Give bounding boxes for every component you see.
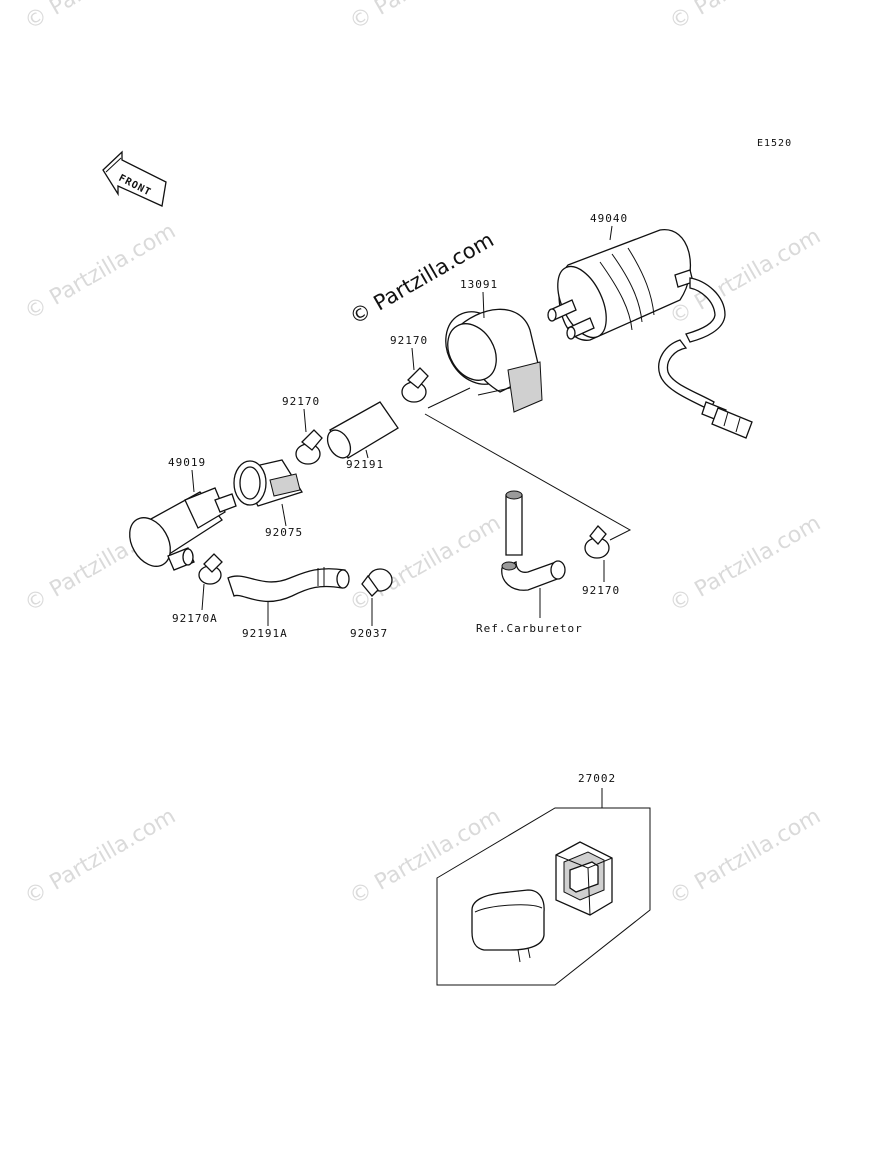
relay-kit — [436, 807, 651, 986]
carburetor-hoses — [501, 490, 566, 591]
fuel-pump — [547, 229, 753, 439]
watermark: © Partzilla.com — [346, 804, 506, 911]
watermark: © Partzilla.com — [346, 511, 506, 618]
label-hose-a: 92191A — [242, 627, 288, 640]
hose-clamp — [295, 429, 323, 465]
label-ref-carburetor: Ref.Carburetor — [476, 622, 583, 635]
fuel-hose-short — [326, 401, 399, 459]
label-fuel-pump: 49040 — [590, 212, 628, 225]
front-arrow-icon: FRONT — [102, 150, 167, 207]
label-clamp-right: 92170 — [582, 584, 620, 597]
watermark: © Partzilla.com — [346, 0, 506, 35]
label-clamp-a: 92170A — [172, 612, 218, 625]
pump-bracket — [445, 308, 543, 413]
watermark: © Partzilla.com — [21, 0, 181, 35]
fuel-hose-curved — [227, 567, 350, 602]
label-clamp-lower: 92037 — [350, 627, 388, 640]
filter-holder — [233, 459, 303, 507]
label-fuel-filter: 49019 — [168, 456, 206, 469]
label-relay-kit: 27002 — [578, 772, 616, 785]
hose-clamp — [584, 525, 610, 559]
watermark: © Partzilla.com — [21, 804, 181, 911]
diagram-code: E1520 — [757, 138, 792, 149]
label-bracket: 13091 — [460, 278, 498, 291]
hose-clamp — [401, 367, 429, 403]
watermark: © Partzilla.com — [21, 219, 181, 326]
watermark: © Partzilla.com — [666, 804, 826, 911]
label-clamp-mid: 92170 — [282, 395, 320, 408]
label-filter-holder: 92075 — [265, 526, 303, 539]
fuel-filter — [129, 487, 237, 571]
label-clamp-upper: 92170 — [390, 334, 428, 347]
label-hose-short: 92191 — [346, 458, 384, 471]
watermark: © Partzilla.com — [666, 0, 826, 35]
watermarks: © Partzilla.com © Partzilla.com © Partzi… — [21, 0, 826, 910]
hose-clamp — [198, 553, 223, 585]
watermark: © Partzilla.com — [666, 511, 826, 618]
hose-clamp — [361, 568, 393, 597]
